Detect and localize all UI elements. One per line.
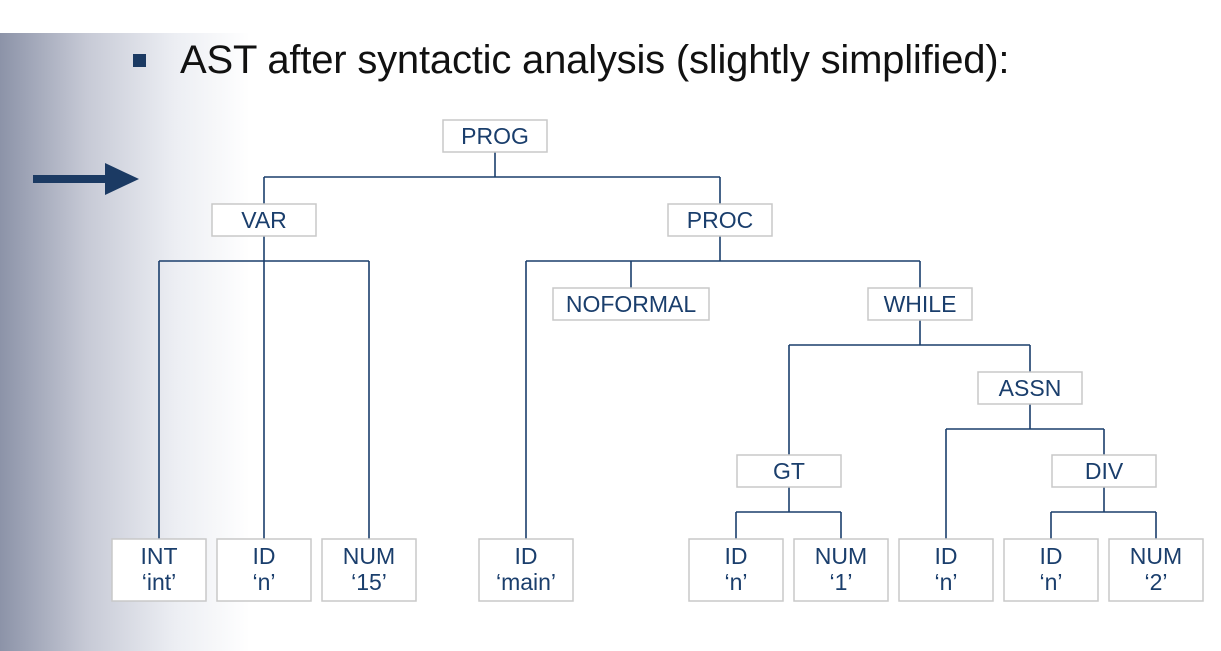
node-proc-label: PROC xyxy=(687,207,753,233)
node-assn: ASSN xyxy=(977,371,1083,405)
node-proc: PROC xyxy=(667,203,773,237)
leaf-int: INT ‘int’ xyxy=(111,538,207,602)
leaf-num-15-value: ‘15’ xyxy=(351,569,387,595)
tree-nodes: PROG VAR PROC NOFORMAL WHILE ASSN GT DI xyxy=(111,119,1204,602)
right-arrow-icon xyxy=(33,163,139,195)
leaf-id-n-var: ID ‘n’ xyxy=(216,538,312,602)
leaf-num-1: NUM ‘1’ xyxy=(793,538,889,602)
leaf-id-n-gt-value: ‘n’ xyxy=(724,569,747,595)
leaf-int-value: ‘int’ xyxy=(142,569,177,595)
leaf-id-main-type: ID xyxy=(515,543,538,569)
node-gt-label: GT xyxy=(773,458,805,484)
node-var-label: VAR xyxy=(241,207,287,233)
node-gt: GT xyxy=(736,454,842,488)
node-while-label: WHILE xyxy=(884,291,957,317)
leaf-id-n-div-type: ID xyxy=(1040,543,1063,569)
leaf-id-n-gt: ID ‘n’ xyxy=(688,538,784,602)
node-noformal-label: NOFORMAL xyxy=(566,291,697,317)
leaf-id-n-div-value: ‘n’ xyxy=(1039,569,1062,595)
node-prog-label: PROG xyxy=(461,123,529,149)
tree-edges xyxy=(158,152,1157,539)
leaf-id-main: ID ‘main’ xyxy=(478,538,574,602)
node-assn-label: ASSN xyxy=(999,375,1062,401)
node-div: DIV xyxy=(1051,454,1157,488)
leaf-id-n-var-type: ID xyxy=(253,543,276,569)
leaf-id-n-div: ID ‘n’ xyxy=(1003,538,1099,602)
slide-title-row: AST after syntactic analysis (slightly s… xyxy=(133,30,1010,90)
leaf-num-2-type: NUM xyxy=(1130,543,1182,569)
leaf-num-1-value: ‘1’ xyxy=(829,569,852,595)
leaf-num-15-type: NUM xyxy=(343,543,395,569)
square-bullet-icon xyxy=(133,53,146,67)
node-while: WHILE xyxy=(867,287,973,321)
slide-title: AST after syntactic analysis (slightly s… xyxy=(180,37,1010,82)
node-noformal: NOFORMAL xyxy=(552,287,710,321)
leaf-id-n-assn-type: ID xyxy=(935,543,958,569)
leaf-id-n-assn-value: ‘n’ xyxy=(934,569,957,595)
leaf-num-1-type: NUM xyxy=(815,543,867,569)
leaf-id-n-var-value: ‘n’ xyxy=(252,569,275,595)
node-var: VAR xyxy=(211,203,317,237)
leaf-num-15: NUM ‘15’ xyxy=(321,538,417,602)
leaf-id-main-value: ‘main’ xyxy=(496,569,556,595)
leaf-int-type: INT xyxy=(140,543,177,569)
leaf-num-2: NUM ‘2’ xyxy=(1108,538,1204,602)
leaf-id-n-assn: ID ‘n’ xyxy=(898,538,994,602)
node-prog: PROG xyxy=(442,119,548,153)
leaf-id-n-gt-type: ID xyxy=(725,543,748,569)
node-div-label: DIV xyxy=(1085,458,1124,484)
leaf-num-2-value: ‘2’ xyxy=(1144,569,1167,595)
